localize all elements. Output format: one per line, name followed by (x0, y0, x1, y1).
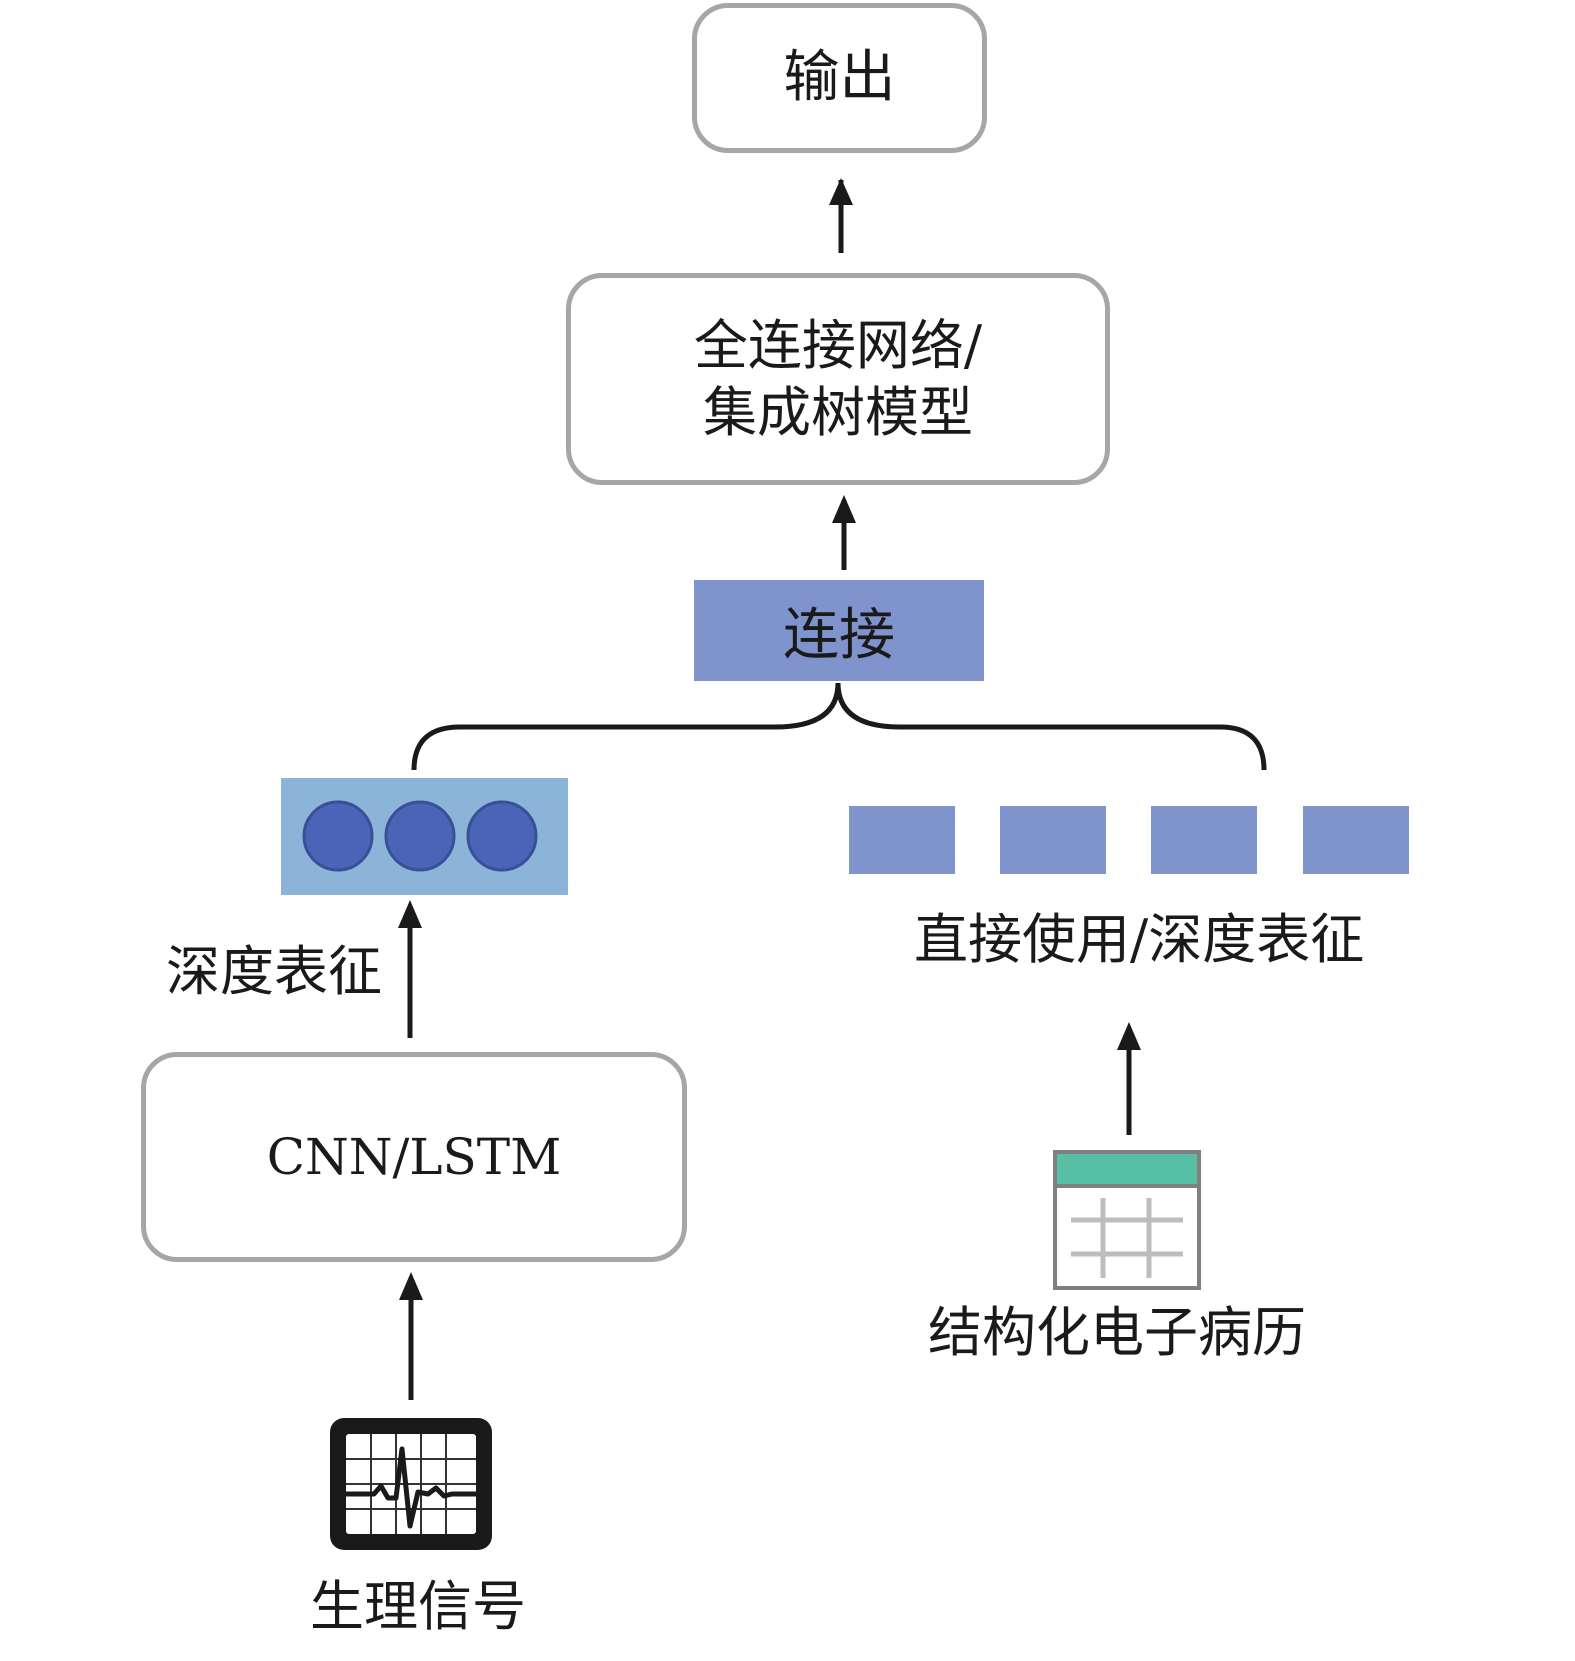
concat-block: 连接 (694, 580, 984, 681)
arrowhead-encoder (399, 1272, 423, 1300)
arrowhead-model (832, 495, 856, 523)
structured-emr-label: 结构化电子病历 (928, 1301, 1306, 1364)
table-icon (1053, 1150, 1201, 1290)
arrowhead-features (1117, 1022, 1141, 1050)
encoder-label: CNN/LSTM (266, 1127, 562, 1186)
model-box: 全连接网络/ 集成树模型 (566, 273, 1110, 485)
vector-node-1 (302, 800, 374, 872)
vector-node-2 (384, 800, 456, 872)
arrowhead-vector (398, 900, 422, 928)
vector-circles (302, 800, 538, 872)
concat-label: 连接 (783, 603, 895, 668)
encoder-box: CNN/LSTM (141, 1052, 687, 1262)
direct-or-deep-label: 直接使用/深度表征 (914, 908, 1365, 971)
vector-node-3 (466, 800, 538, 872)
merge-brace (411, 682, 1267, 771)
arrowhead-output (829, 178, 853, 205)
feature-block-4 (1303, 806, 1409, 874)
output-box: 输出 (692, 3, 987, 153)
feature-block-2 (1000, 806, 1106, 874)
physio-signal-label: 生理信号 (310, 1575, 526, 1638)
model-label-line2: 集成树模型 (703, 381, 973, 444)
output-label: 输出 (783, 45, 896, 110)
ecg-monitor-icon (326, 1414, 496, 1554)
deep-vector (281, 778, 568, 895)
feature-block-3 (1151, 806, 1257, 874)
model-label-line1: 全连接网络/ (693, 313, 983, 377)
deep-representation-label: 深度表征 (166, 940, 382, 1003)
feature-block-1 (849, 806, 955, 874)
